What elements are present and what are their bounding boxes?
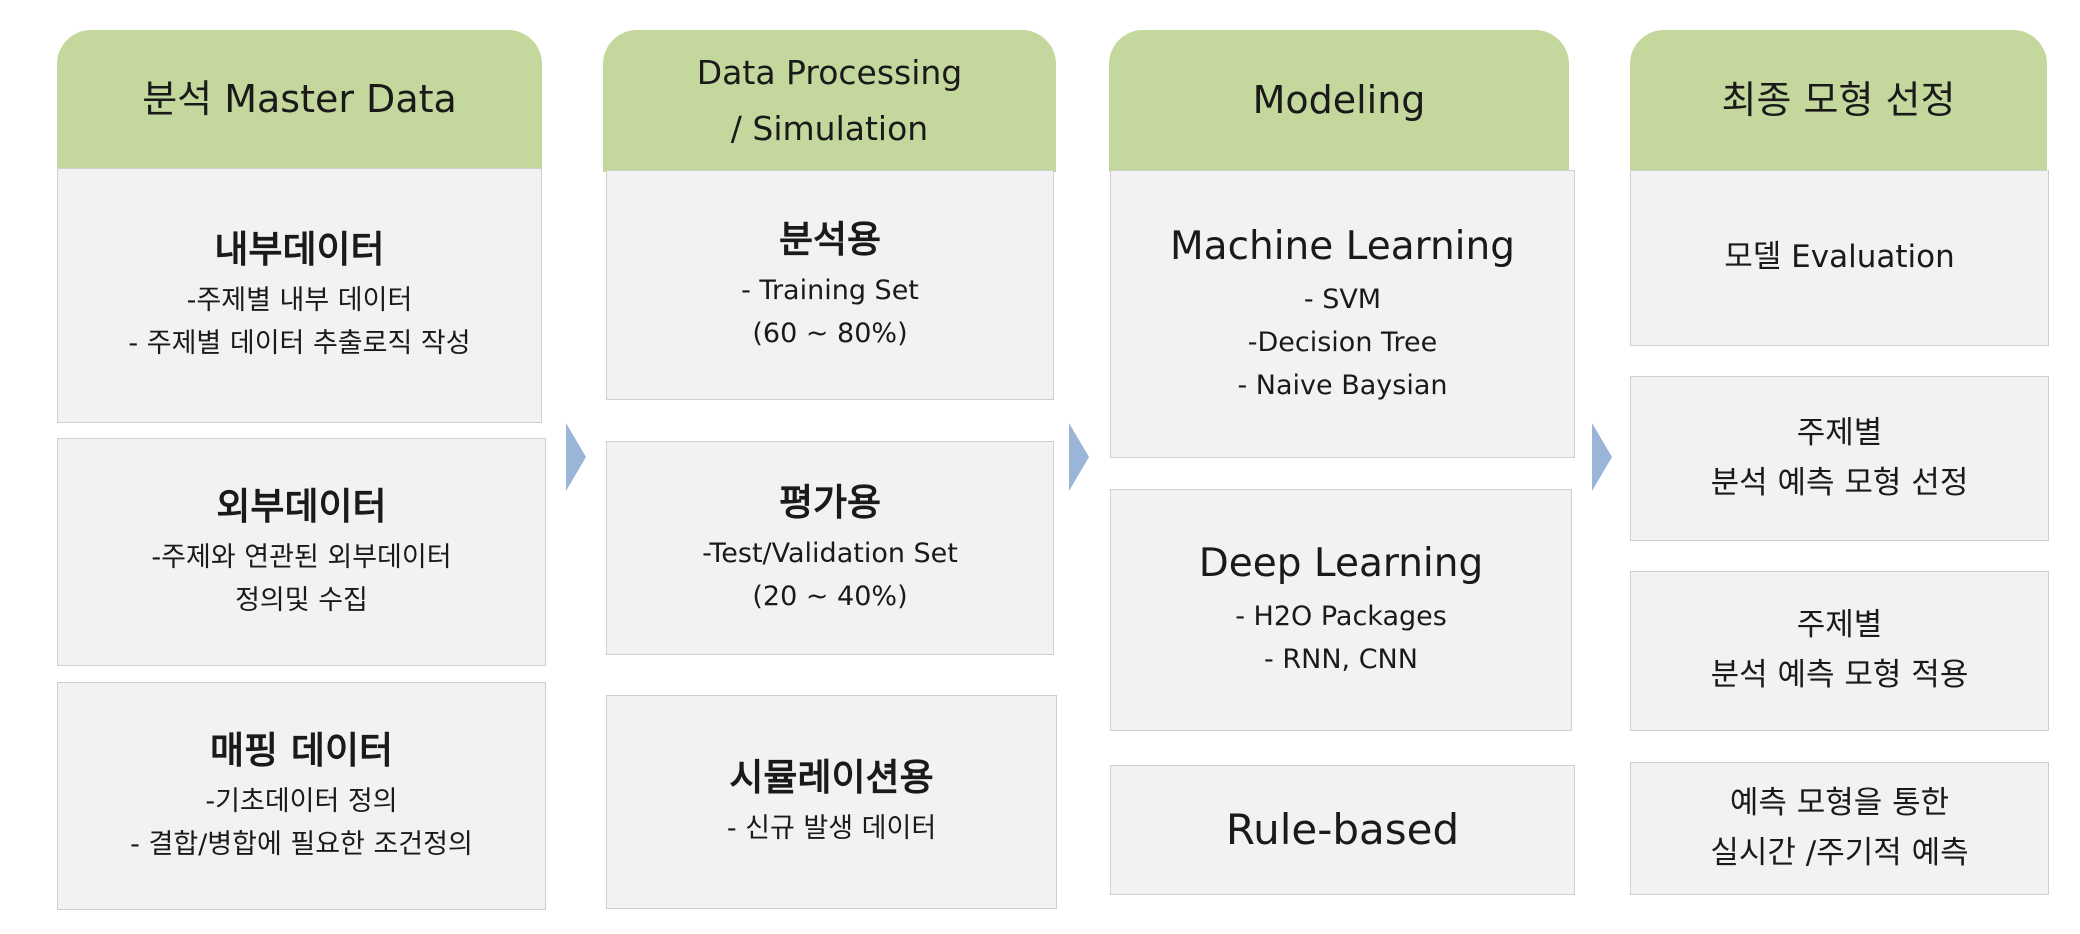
box-model-application: 주제별 분석 예측 모형 적용 [1630, 571, 2049, 731]
box-external-data-line-2: 정의및 수집 [235, 584, 368, 616]
box-mapping-data-line-1: -기초데이터 정의 [205, 785, 398, 817]
box-model-selection-line-2: 분석 예측 모형 선정 [1710, 464, 1969, 501]
header-master-data-text: 분석 Master Data [142, 77, 457, 122]
box-external-data-title: 외부데이터 [216, 484, 387, 528]
box-machine-learning: Machine Learning - SVM -Decision Tree - … [1110, 170, 1575, 458]
flow-arrow-3 [1592, 423, 1612, 491]
header-data-processing-line-2: / Simulation [730, 109, 929, 148]
box-training-line-1: - Training Set [741, 274, 919, 306]
header-final-model-text: 최종 모형 선정 [1721, 78, 1956, 123]
box-internal-data-title: 내부데이터 [214, 228, 385, 272]
box-simulation: 시뮬레이션용 - 신규 발생 데이터 [606, 695, 1057, 909]
header-data-processing-line-1: Data Processing [696, 52, 963, 92]
header-final-model: 최종 모형 선정 [1630, 30, 2047, 172]
header-master-data: 분석 Master Data [57, 30, 542, 170]
box-validation: 평가용 -Test/Validation Set (20 ~ 40%) [606, 441, 1054, 655]
box-mapping-data-title: 매핑 데이터 [209, 728, 394, 772]
box-training: 분석용 - Training Set (60 ~ 80%) [606, 170, 1054, 400]
header-modeling-text: Modeling [1252, 78, 1426, 123]
header-modeling: Modeling [1109, 30, 1569, 172]
box-simulation-title: 시뮬레이션용 [729, 756, 934, 800]
box-mapping-data-line-2: - 결합/병합에 필요한 조건정의 [130, 828, 473, 860]
box-training-title: 분석용 [778, 217, 882, 261]
box-model-selection-line-1: 주제별 [1796, 414, 1883, 451]
box-deep-learning: Deep Learning - H2O Packages - RNN, CNN [1110, 489, 1572, 731]
box-deep-learning-line-1: - H2O Packages [1235, 601, 1447, 633]
box-internal-data: 내부데이터 -주제별 내부 데이터 - 주제별 데이터 추출로직 작성 [57, 168, 542, 423]
box-model-selection: 주제별 분석 예측 모형 선정 [1630, 376, 2049, 541]
box-machine-learning-line-3: - Naive Baysian [1237, 369, 1448, 401]
box-validation-title: 평가용 [778, 480, 882, 524]
box-deep-learning-title: Deep Learning [1198, 541, 1484, 587]
box-rule-based-title: Rule-based [1225, 805, 1460, 855]
box-internal-data-line-1: -주제별 내부 데이터 [186, 285, 413, 317]
box-validation-line-2: (20 ~ 40%) [752, 580, 908, 612]
box-model-evaluation: 모델 Evaluation [1630, 170, 2049, 346]
box-machine-learning-title: Machine Learning [1170, 223, 1515, 269]
box-validation-line-1: -Test/Validation Set [702, 537, 958, 569]
box-machine-learning-line-2: -Decision Tree [1247, 326, 1438, 358]
box-mapping-data: 매핑 데이터 -기초데이터 정의 - 결합/병합에 필요한 조건정의 [57, 682, 546, 910]
flow-arrow-1 [566, 423, 586, 491]
box-deep-learning-line-2: - RNN, CNN [1264, 644, 1418, 676]
flow-arrow-2 [1069, 423, 1089, 491]
box-model-evaluation-line-1: 모델 Evaluation [1724, 239, 1955, 276]
box-external-data-line-1: -주제와 연관된 외부데이터 [151, 541, 452, 573]
box-training-line-2: (60 ~ 80%) [752, 317, 908, 349]
box-realtime-prediction-line-2: 실시간 /주기적 예측 [1710, 834, 1969, 871]
box-rule-based: Rule-based [1110, 765, 1575, 895]
box-internal-data-line-2: - 주제별 데이터 추출로직 작성 [128, 328, 471, 360]
box-simulation-line-1: - 신규 발생 데이터 [726, 813, 937, 845]
box-external-data: 외부데이터 -주제와 연관된 외부데이터 정의및 수집 [57, 438, 546, 666]
box-realtime-prediction: 예측 모형을 통한 실시간 /주기적 예측 [1630, 762, 2049, 895]
box-model-application-line-1: 주제별 [1796, 607, 1883, 644]
box-machine-learning-line-1: - SVM [1303, 283, 1382, 315]
box-model-application-line-2: 분석 예측 모형 적용 [1710, 657, 1969, 693]
box-realtime-prediction-line-1: 예측 모형을 통한 [1729, 784, 1950, 821]
header-data-processing: Data Processing / Simulation [603, 30, 1056, 172]
